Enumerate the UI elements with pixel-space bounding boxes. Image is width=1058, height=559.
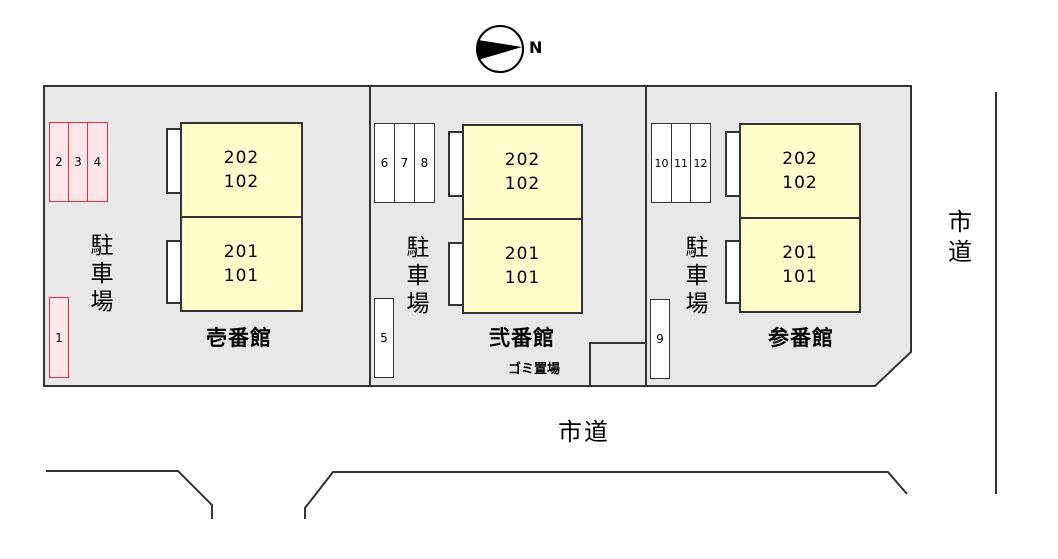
parking-slot-7: 7	[394, 123, 415, 203]
unit-number: 201	[782, 243, 818, 263]
unit-number: 101	[504, 268, 541, 288]
parking-label-char: 駐	[90, 233, 114, 259]
road-label-char: 市	[948, 208, 972, 236]
unit-number: 202	[223, 148, 260, 168]
parking-label-char: 駐	[685, 235, 709, 261]
north-arrow-icon	[476, 25, 524, 73]
parking-label-char: 場	[685, 291, 709, 317]
parking-label-char: 場	[406, 291, 430, 317]
unit-block-upper-2: 202 102	[462, 124, 583, 220]
parking-slot-4: 4	[87, 122, 108, 202]
unit-number: 101	[782, 267, 818, 287]
unit-block-upper-3: 202 102	[739, 123, 861, 219]
building-name-1: 壱番館	[206, 326, 272, 350]
parking-slot-9: 9	[650, 299, 670, 379]
road-label-char: 道	[948, 238, 972, 266]
unit-block-lower-1: 201 101	[180, 216, 303, 312]
parking-slot-2: 2	[49, 122, 69, 202]
unit-block-upper-1: 202 102	[180, 122, 303, 218]
parking-label-2: 駐 車 場	[404, 234, 432, 318]
road-edge-left	[46, 470, 213, 519]
parking-slot-12: 12	[690, 123, 711, 203]
unit-number: 102	[223, 172, 260, 192]
parking-slot-10: 10	[651, 123, 672, 203]
parking-slot-8: 8	[414, 123, 435, 203]
unit-number: 102	[504, 174, 541, 194]
garbage-area-box	[589, 342, 647, 387]
road-label-south: 市道	[558, 418, 610, 446]
garbage-area-label: ゴミ置場	[508, 362, 561, 377]
road-label-east: 市 道	[946, 207, 974, 267]
parking-label-char: 車	[685, 263, 709, 289]
unit-number: 201	[223, 242, 260, 262]
parking-slot-5: 5	[374, 298, 394, 378]
building-name-2: 弐番館	[489, 326, 555, 350]
unit-number: 202	[782, 149, 818, 169]
parking-label-char: 車	[406, 263, 430, 289]
parking-slot-3: 3	[68, 122, 88, 202]
parking-slot-6: 6	[374, 123, 395, 203]
unit-number: 102	[782, 173, 818, 193]
building-name-3: 参番館	[768, 326, 834, 350]
parking-label-char: 車	[90, 261, 114, 287]
unit-number: 201	[504, 244, 541, 264]
unit-number: 202	[504, 150, 541, 170]
compass-north-label: N	[529, 38, 543, 57]
unit-number: 101	[223, 266, 260, 286]
parking-slot-11: 11	[671, 123, 691, 203]
parking-slot-1: 1	[49, 297, 69, 378]
parking-label-3: 駐 車 場	[683, 234, 711, 318]
parking-label-1: 駐 車 場	[88, 232, 116, 316]
parking-label-char: 場	[90, 289, 114, 315]
unit-block-lower-2: 201 101	[462, 218, 583, 314]
unit-block-lower-3: 201 101	[739, 217, 861, 313]
road-edge-right	[304, 471, 908, 519]
parking-label-char: 駐	[406, 235, 430, 261]
